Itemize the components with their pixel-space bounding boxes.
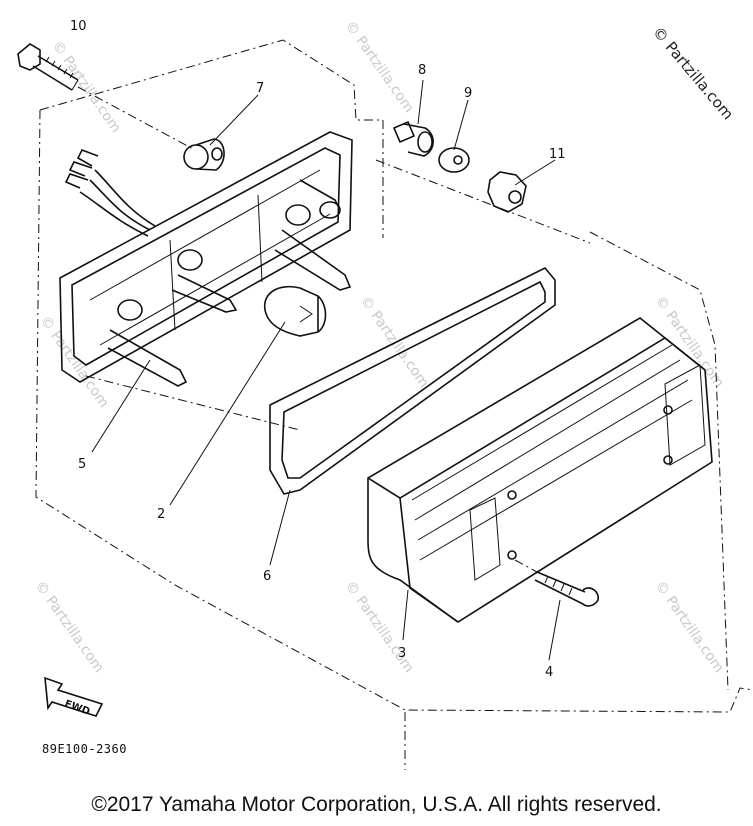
washer-9 <box>438 147 470 173</box>
part-code: 89E100-2360 <box>42 742 127 756</box>
watermark: © Partzilla.com <box>652 578 727 676</box>
gasket-6 <box>269 267 556 495</box>
corner-watermark: © Partzilla.com <box>649 23 737 123</box>
collar-8 <box>392 120 434 157</box>
watermark: © Partzilla.com <box>342 578 417 676</box>
watermark: © Partzilla.com <box>342 18 417 116</box>
lens-3 <box>367 317 713 623</box>
leader-lines <box>91 79 561 661</box>
callout-6: 6 <box>263 569 271 584</box>
callout-8: 8 <box>418 63 426 78</box>
watermark: © Partzilla.com <box>32 578 107 676</box>
callout-10: 10 <box>70 19 87 34</box>
callout-2: 2 <box>157 507 165 522</box>
grommet-7 <box>183 138 225 171</box>
nut-11 <box>487 171 527 213</box>
callout-11: 11 <box>549 147 566 162</box>
callout-3: 3 <box>398 646 406 661</box>
copyright-notice: ©2017 Yamaha Motor Corporation, U.S.A. A… <box>91 793 662 816</box>
fwd-label: FWD <box>63 698 91 717</box>
assembly-boundary <box>35 39 753 770</box>
watermark: © Partzilla.com <box>49 38 124 136</box>
watermarks: © Partzilla.com © Partzilla.com © Partzi… <box>32 18 727 676</box>
callout-9: 9 <box>464 86 472 101</box>
callout-4: 4 <box>545 665 553 680</box>
lamp-base <box>59 131 353 431</box>
bulb-2 <box>264 285 327 337</box>
callout-5: 5 <box>78 457 86 472</box>
callouts: 10 7 8 9 11 5 2 6 3 4 <box>70 19 566 680</box>
callout-7: 7 <box>256 81 264 96</box>
fwd-arrow: FWD <box>44 676 104 718</box>
screw-4 <box>514 559 600 607</box>
bolt-10 <box>17 43 196 151</box>
watermark: © Partzilla.com <box>652 293 727 391</box>
watermark: © Partzilla.com <box>37 313 112 411</box>
